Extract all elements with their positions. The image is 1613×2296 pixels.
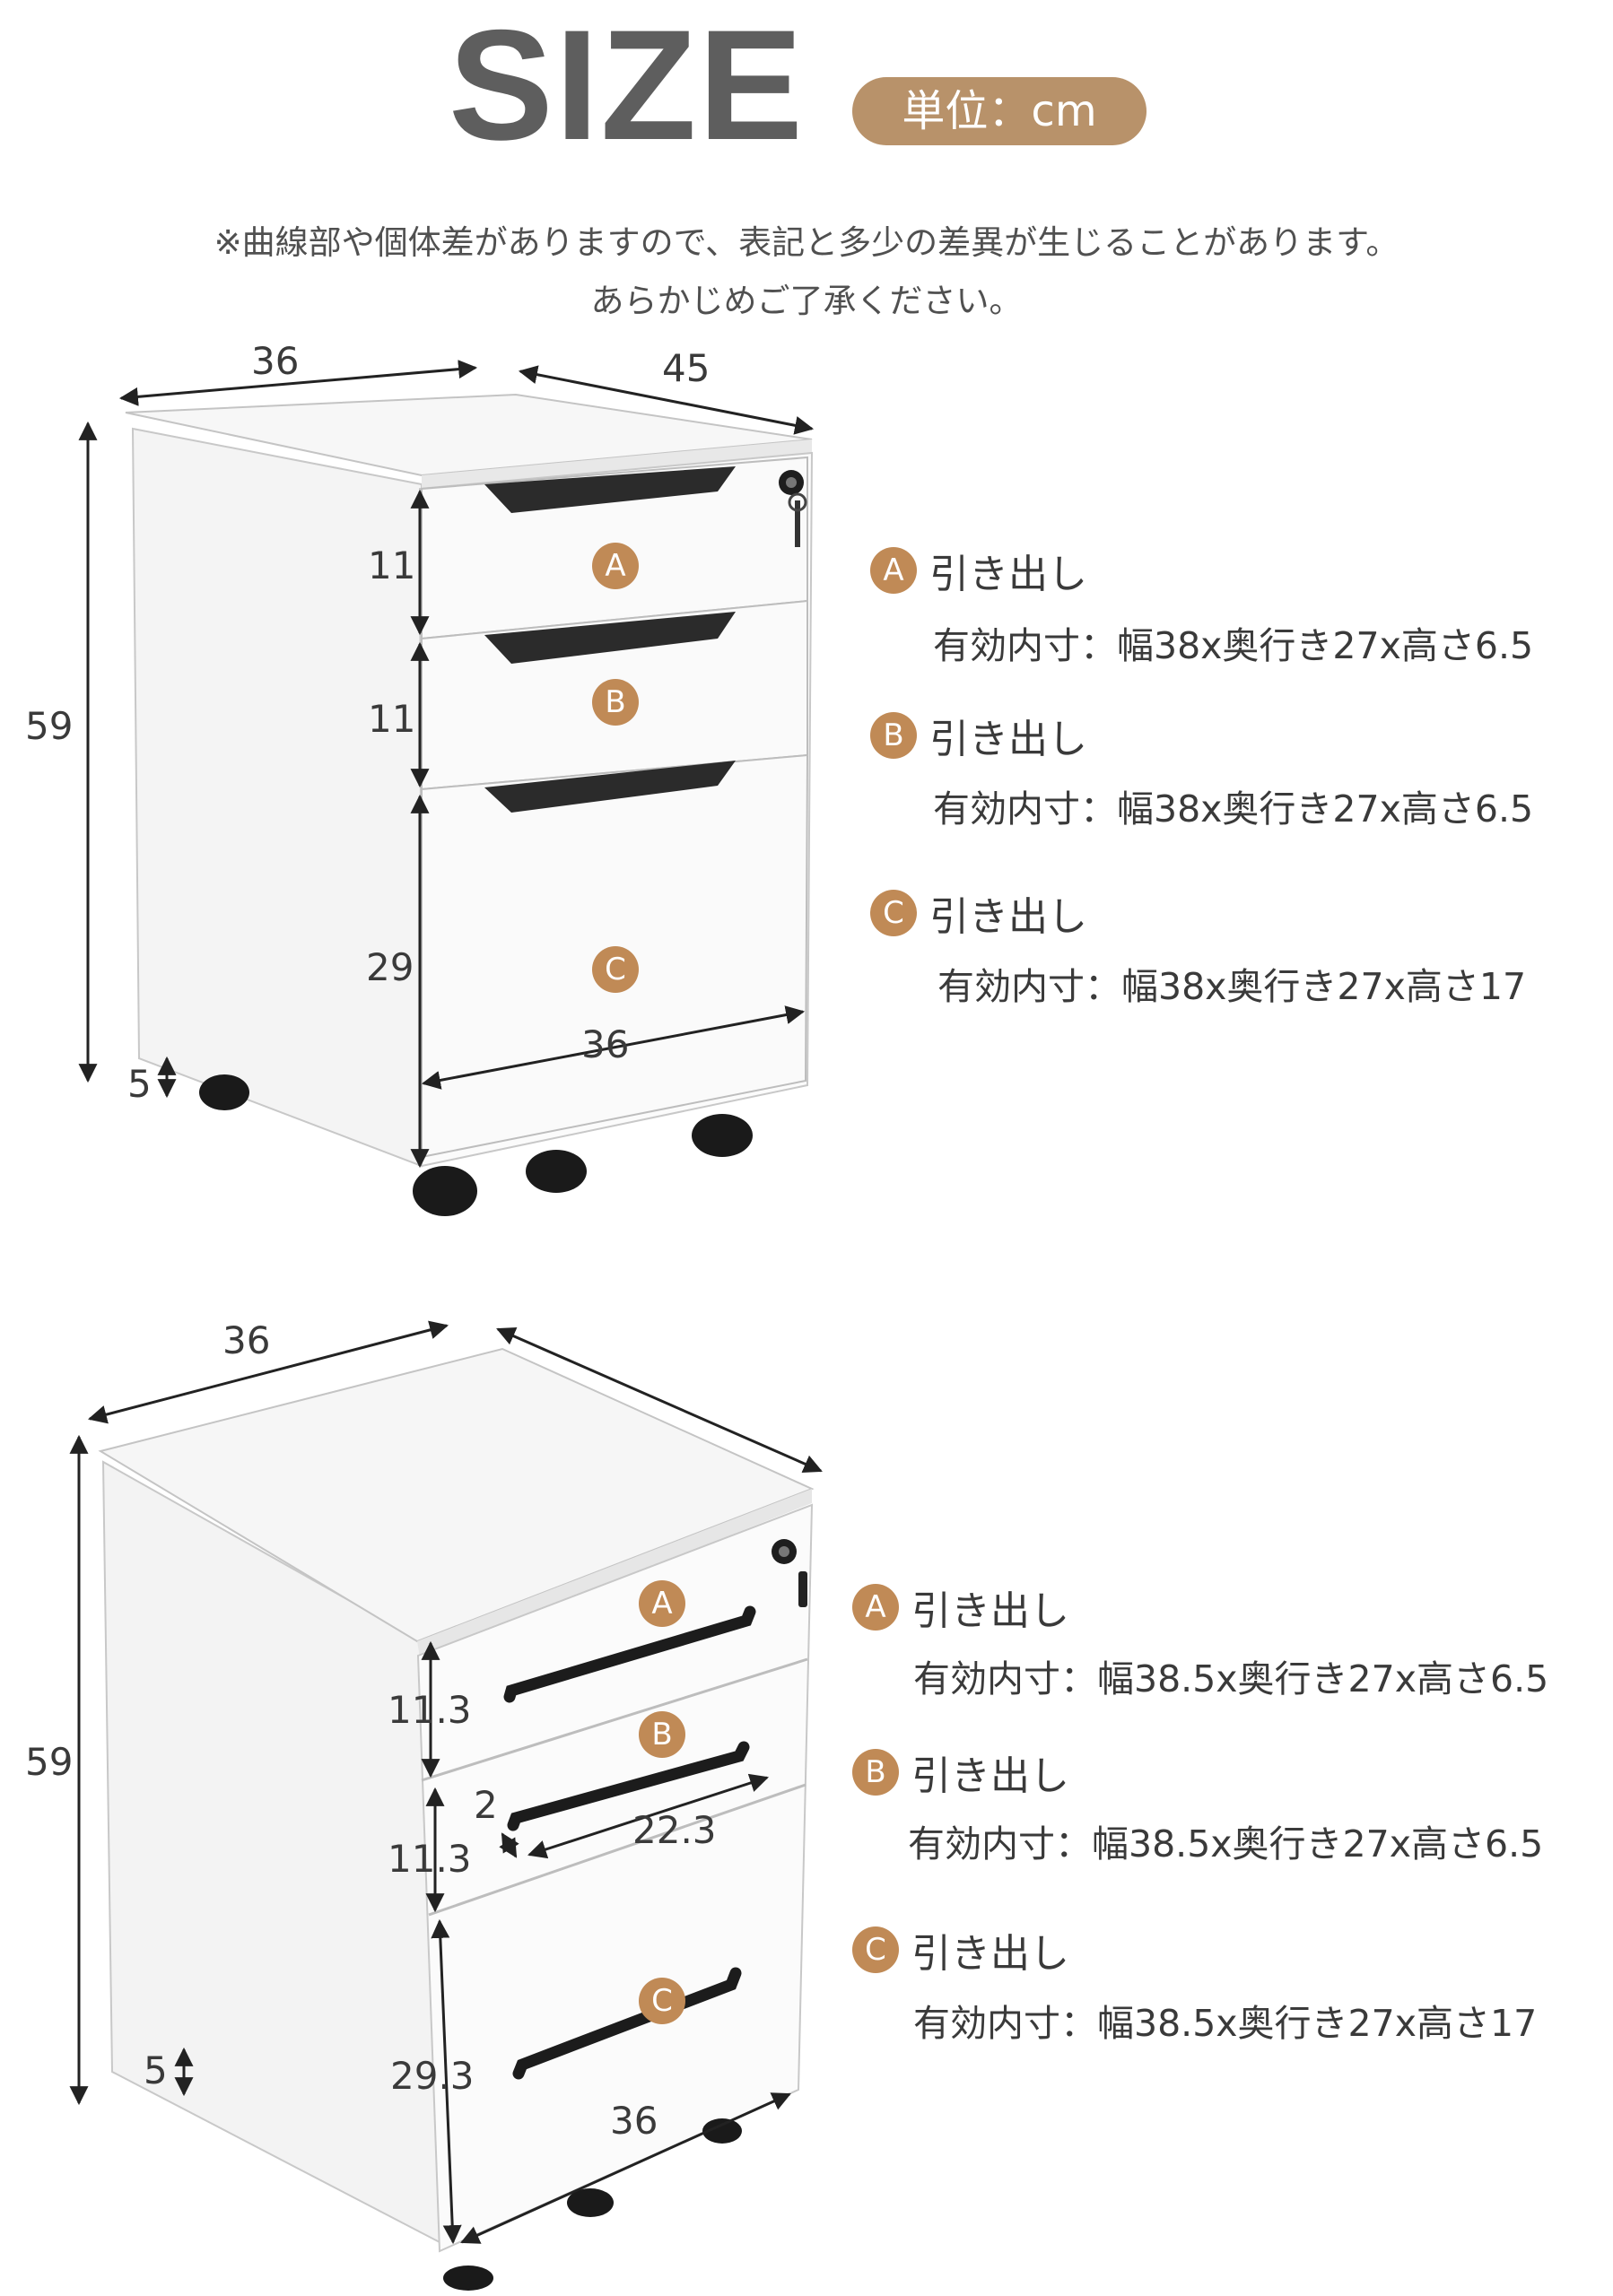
cab1-spec-c-label: 引き出し (929, 894, 1087, 940)
cab1-spec-a-label: 引き出し (929, 552, 1087, 597)
cab2-height-label: 59 (25, 1740, 74, 1784)
cab2-handle-length: 22.3 (632, 1808, 717, 1852)
cab1-spec-c-badge: C (870, 890, 917, 936)
cab1-drawer-c-height: 29 (366, 945, 414, 989)
cab2-spec-c-title: C 引き出し (852, 1921, 1069, 1979)
disclaimer-line-2: あらかじめご了承ください。 (590, 282, 1023, 320)
cab1-spec-b-label: 引き出し (929, 717, 1087, 762)
cab2-spec-b-dims: 有効内寸：幅38.5x奥行き27x高さ6.5 (908, 1822, 1544, 1866)
cab2-spec-c-badge: C (852, 1926, 899, 1973)
cab1-spec-b-dims: 有効内寸：幅38x奥行き27x高さ6.5 (933, 787, 1534, 831)
cab2-spec-a-label: 引き出し (911, 1588, 1069, 1634)
cab2-drawer-b-height: 11.3 (388, 1837, 472, 1881)
cab1-spec-c-title: C 引き出し (870, 884, 1087, 942)
cab1-spec-b-title: B 引き出し (870, 707, 1087, 764)
cab1-drawer-a-height: 11 (368, 544, 416, 587)
page-title: SIZE (449, 0, 805, 173)
disclaimer-line-1: ※曲線部や個体差がありますので、表記と多少の差異が生じることがあります。 (214, 223, 1399, 262)
cab2-spec-a-dims: 有効内寸：幅38.5x奥行き27x高さ6.5 (913, 1657, 1549, 1700)
cab2-caster-height: 5 (144, 2048, 168, 2092)
cab1-drawer-b-height: 11 (368, 697, 416, 741)
cab1-spec-a-badge: A (870, 547, 917, 594)
cab2-drawer-a-height: 11.3 (388, 1688, 472, 1732)
cab2-handle-gap: 2 (474, 1783, 498, 1827)
cab1-spec-a-dims: 有効内寸：幅38x奥行き27x高さ6.5 (933, 624, 1534, 667)
cab1-width-label: 36 (251, 339, 300, 383)
unit-badge: 単位：cm (852, 77, 1147, 145)
cab1-spec-b-badge: B (870, 712, 917, 759)
cab2-spec-b-badge: B (852, 1749, 899, 1796)
cabinet-1-drawing (78, 360, 815, 1216)
cab2-drawer-c-height: 29.3 (390, 2054, 475, 2098)
cab1-height-label: 59 (25, 704, 74, 748)
cab2-badge-b: B (639, 1711, 685, 1758)
cab1-badge-c: C (592, 946, 639, 993)
cab1-caster-height: 5 (127, 1062, 152, 1106)
cab2-badge-c: C (639, 1978, 685, 2024)
cab1-badge-a: A (592, 543, 639, 589)
cab2-badge-a: A (639, 1580, 685, 1627)
cab1-badge-b: B (592, 679, 639, 726)
cab2-front-width: 36 (610, 2099, 658, 2143)
cab2-width-label: 36 (222, 1318, 271, 1362)
cab1-front-width: 36 (581, 1022, 630, 1066)
cab2-spec-a-title: A 引き出し (852, 1578, 1069, 1636)
cab2-spec-b-title: B 引き出し (852, 1744, 1069, 1801)
cab2-spec-c-dims: 有効内寸：幅38.5x奥行き27x高さ17 (913, 2002, 1538, 2045)
cab1-spec-a-title: A 引き出し (870, 542, 1087, 599)
cabinet-2-drawing (69, 1320, 823, 2291)
cab2-spec-a-badge: A (852, 1584, 899, 1631)
cab1-spec-c-dims: 有効内寸：幅38x奥行き27x高さ17 (937, 965, 1527, 1008)
cab2-spec-c-label: 引き出し (911, 1931, 1069, 1977)
cab2-spec-b-label: 引き出し (911, 1753, 1069, 1799)
cab1-depth-label: 45 (662, 346, 711, 390)
